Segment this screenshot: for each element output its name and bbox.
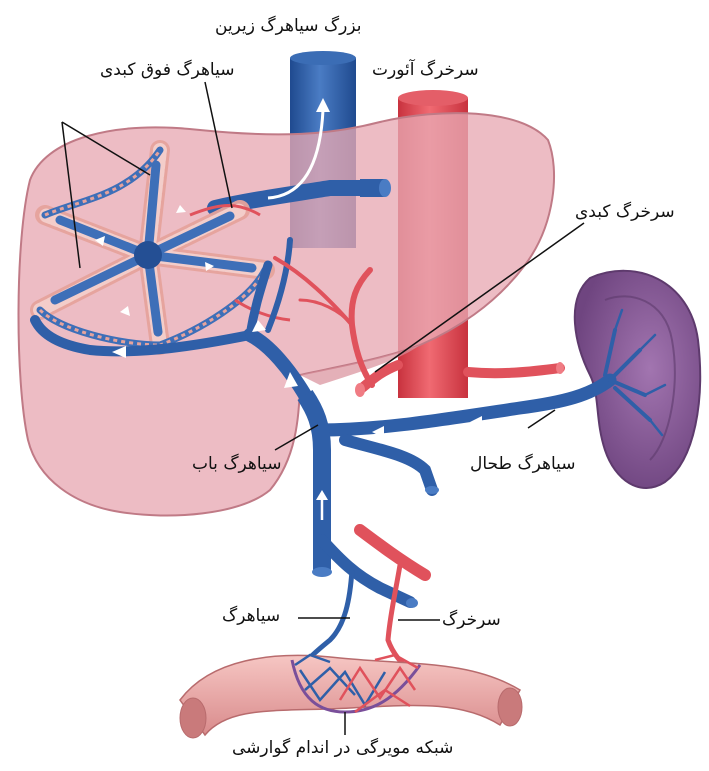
label-hepatic-artery: سرخرگ کبدی (575, 204, 675, 221)
label-vein: سیاهرگ (222, 608, 280, 625)
label-ivc: بزرگ سیاهرگ زیرین (215, 18, 361, 35)
label-portal-vein: سیاهرگ باب (192, 456, 281, 473)
label-capillary-network: شبکه مویرگی در اندام گوارشی (232, 740, 453, 757)
intestine (180, 655, 522, 738)
gastric-vein-branch (345, 440, 439, 494)
label-splenic-vein: سیاهرگ طحال (470, 456, 576, 473)
spleen (575, 271, 700, 488)
label-aorta: سرخرگ آئورت (372, 62, 479, 79)
label-hepatic-vein: سیاهرگ فوق کبدی (100, 62, 234, 79)
label-artery: سرخرگ (442, 612, 501, 629)
